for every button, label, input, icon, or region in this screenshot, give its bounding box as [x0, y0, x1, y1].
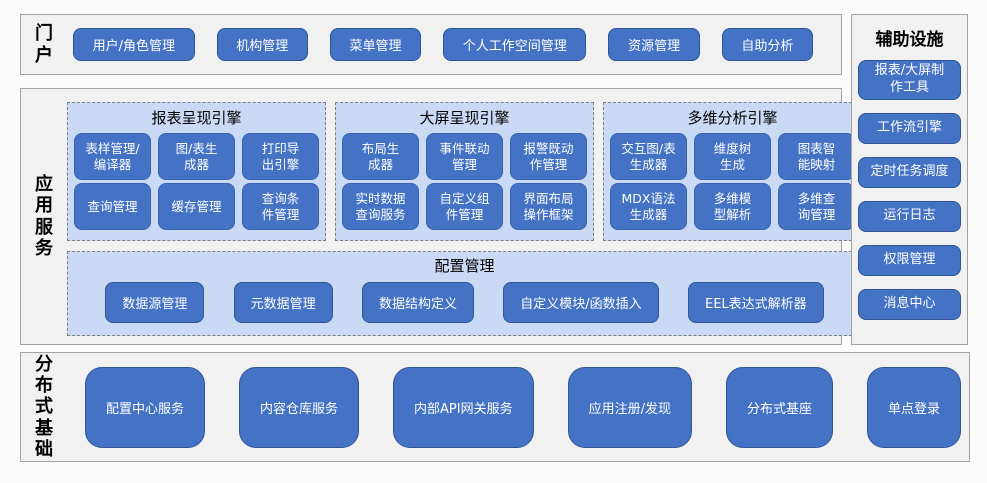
app-services-content: 报表呈现引擎 表样管理/ 编译器图/表生 成器打印导 出引擎 查询管理缓存管理查… [67, 89, 870, 344]
portal-label-column: 门户 [21, 15, 67, 74]
app-services-section: 应用服务 报表呈现引擎 表样管理/ 编译器图/表生 成器打印导 出引擎 查询管理… [20, 88, 862, 345]
distributed-item: 内容仓库服务 [239, 366, 360, 448]
config-item: 元数据管理 [233, 282, 333, 324]
portal-item: 机构管理 [216, 28, 308, 61]
portal-items: 用户/角色管理机构管理菜单管理个人工作空间管理资源管理自助分析 [67, 15, 841, 74]
engine-module: 实时数据 查询服务 [342, 183, 419, 230]
app-services-label-column: 应用服务 [21, 89, 67, 344]
engine-panel-bigscreen: 大屏呈现引擎 布局生 成器事件联动 管理报警既动 作管理 实时数据 查询服务自定… [335, 102, 594, 242]
engine-module: 多维模 型解析 [694, 183, 771, 230]
engine-row: MDX语法 生成器多维模 型解析多维查 询管理 [610, 183, 855, 230]
auxiliary-items: 报表/大屏制 作工具工作流引擎定时任务调度运行日志权限管理消息中心 [852, 56, 967, 344]
engine-module: 打印导 出引擎 [242, 133, 319, 180]
config-panel: 配置管理 数据源管理元数据管理数据结构定义自定义模块/函数插入 EEL表达式解析器 [67, 251, 862, 336]
distributed-item: 内部API网关服务 [393, 366, 534, 448]
config-items: 数据源管理元数据管理数据结构定义自定义模块/函数插入 EEL表达式解析器 [76, 278, 853, 327]
auxiliary-section: 辅助设施 报表/大屏制 作工具工作流引擎定时任务调度运行日志权限管理消息中心 [851, 14, 968, 345]
engine-row: 交互图/表 生成器维度树 生成图表智 能映射 [610, 133, 855, 180]
engine-title: 多维分析引擎 [687, 109, 778, 127]
engine-module: 交互图/表 生成器 [610, 133, 687, 180]
engine-module: 报警既动 作管理 [510, 133, 587, 180]
app-services-label: 应用服务 [35, 174, 53, 259]
auxiliary-item: 工作流引擎 [858, 112, 961, 144]
portal-item: 个人工作空间管理 [443, 28, 587, 61]
engine-module: 事件联动 管理 [426, 133, 503, 180]
engines-row: 报表呈现引擎 表样管理/ 编译器图/表生 成器打印导 出引擎 查询管理缓存管理查… [67, 102, 862, 242]
engine-module: 缓存管理 [158, 183, 235, 230]
engine-row: 表样管理/ 编译器图/表生 成器打印导 出引擎 [74, 133, 319, 180]
portal-item: 用户/角色管理 [73, 28, 195, 61]
engine-module: MDX语法 生成器 [610, 183, 687, 230]
engine-module: 图表智 能映射 [778, 133, 855, 180]
distributed-item: 单点登录 [867, 366, 962, 448]
distributed-label: 分布式基础 [35, 353, 53, 460]
engine-panel-report: 报表呈现引擎 表样管理/ 编译器图/表生 成器打印导 出引擎 查询管理缓存管理查… [67, 102, 326, 242]
config-item: 数据源管理 [105, 282, 205, 324]
auxiliary-title: 辅助设施 [875, 30, 944, 50]
engine-module: 表样管理/ 编译器 [74, 133, 151, 180]
engine-row: 实时数据 查询服务自定义组 件管理界面布局 操作框架 [342, 183, 587, 230]
distributed-item: 应用注册/发现 [567, 366, 692, 448]
engine-row: 查询管理缓存管理查询条 件管理 [74, 183, 319, 230]
config-item: EEL表达式解析器 [688, 282, 824, 324]
engine-module: 界面布局 操作框架 [510, 183, 587, 230]
portal-item: 菜单管理 [329, 28, 422, 61]
engine-module: 图/表生 成器 [158, 133, 235, 180]
engine-title: 报表呈现引擎 [151, 109, 242, 127]
portal-label: 门户 [35, 23, 53, 66]
engine-panel-olap: 多维分析引擎 交互图/表 生成器维度树 生成图表智 能映射 MDX语法 生成器多… [603, 102, 862, 242]
distributed-items: 配置中心服务内容仓库服务内部API网关服务应用注册/发现分布式基座单点登录 [67, 353, 987, 461]
auxiliary-item: 运行日志 [858, 200, 961, 232]
distributed-label-column: 分布式基础 [21, 353, 67, 461]
distributed-item: 配置中心服务 [85, 366, 206, 448]
distributed-item: 分布式基座 [726, 366, 834, 448]
engine-module: 多维查 询管理 [778, 183, 855, 230]
engine-module: 自定义组 件管理 [426, 183, 503, 230]
auxiliary-item: 报表/大屏制 作工具 [858, 60, 961, 100]
config-title: 配置管理 [434, 257, 495, 276]
engine-title: 大屏呈现引擎 [419, 109, 510, 127]
engine-row: 布局生 成器事件联动 管理报警既动 作管理 [342, 133, 587, 180]
auxiliary-item: 消息中心 [858, 288, 961, 320]
portal-section: 门户 用户/角色管理机构管理菜单管理个人工作空间管理资源管理自助分析 [20, 14, 842, 75]
portal-item: 自助分析 [721, 28, 813, 61]
engine-module: 布局生 成器 [342, 133, 419, 180]
auxiliary-item: 定时任务调度 [858, 156, 961, 188]
distributed-section: 分布式基础 配置中心服务内容仓库服务内部API网关服务应用注册/发现分布式基座单… [20, 352, 970, 462]
config-item: 数据结构定义 [361, 282, 474, 324]
auxiliary-item: 权限管理 [858, 244, 961, 276]
engine-module: 查询条 件管理 [242, 183, 319, 230]
engine-module: 维度树 生成 [694, 133, 771, 180]
config-item: 自定义模块/函数插入 [503, 282, 659, 324]
portal-item: 资源管理 [608, 28, 700, 61]
engine-module: 查询管理 [74, 183, 151, 230]
